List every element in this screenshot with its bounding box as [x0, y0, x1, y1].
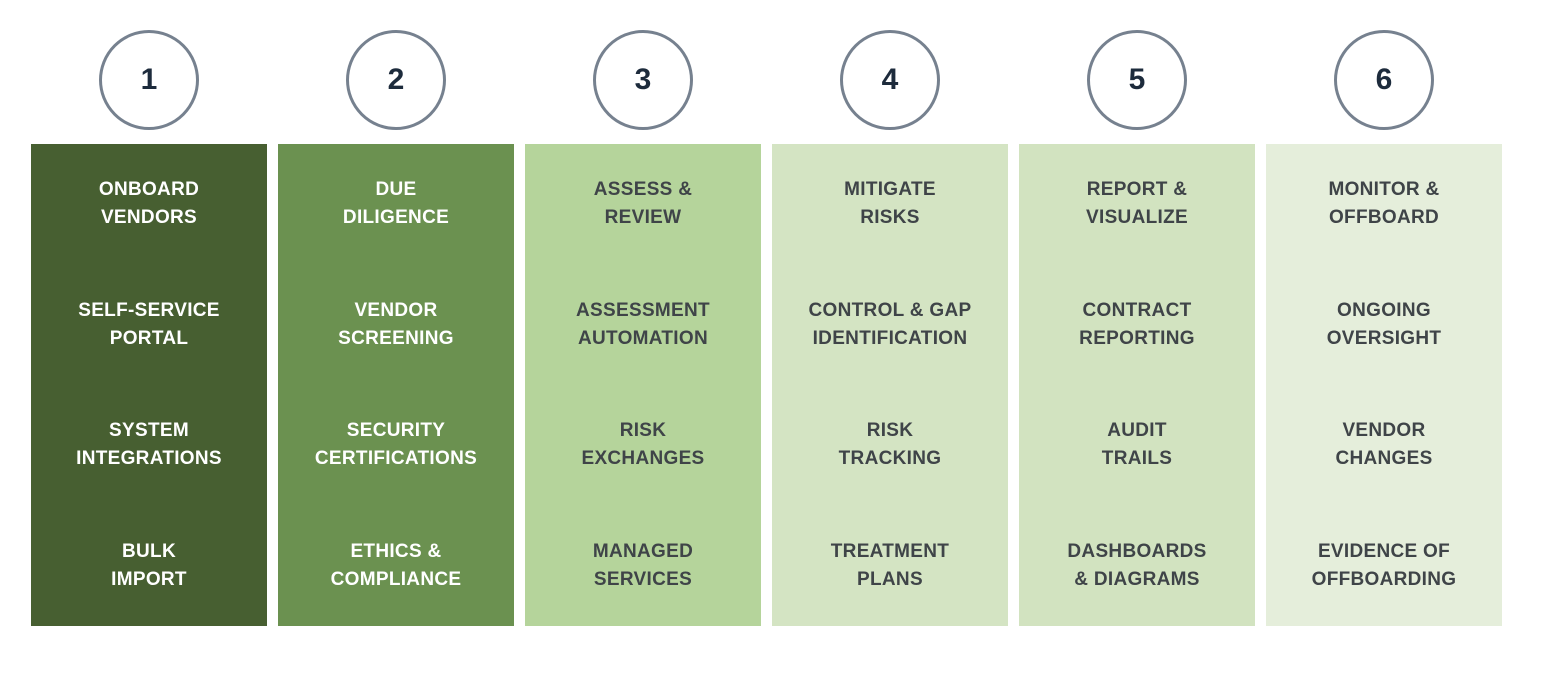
stage-2-title: DUE DILIGENCE	[342, 179, 450, 229]
stage-4-item: CONTROL & GAP IDENTIFICATION	[808, 299, 972, 349]
stage-5-number-circle: 5	[1087, 30, 1187, 130]
stage-column-5: 5 REPORT & VISUALIZE CONTRACT REPORTING …	[1019, 30, 1255, 626]
stage-6-box: MONITOR & OFFBOARD ONGOING OVERSIGHT VEN…	[1266, 144, 1502, 626]
stage-3-title: ASSESS & REVIEW	[593, 179, 693, 229]
stage-5-box: REPORT & VISUALIZE CONTRACT REPORTING AU…	[1019, 144, 1255, 626]
stage-6-item: EVIDENCE OF OFFBOARDING	[1311, 540, 1457, 590]
stage-3-item: ASSESSMENT AUTOMATION	[576, 299, 710, 349]
stage-2-number: 2	[387, 63, 405, 96]
stage-1-item: BULK IMPORT	[111, 540, 187, 590]
stage-4-item: RISK TRACKING	[838, 420, 942, 470]
stage-4-box: MITIGATE RISKS CONTROL & GAP IDENTIFICAT…	[772, 144, 1008, 626]
stage-1-item: SELF-SERVICE PORTAL	[78, 299, 220, 349]
stage-5-item: AUDIT TRAILS	[1101, 420, 1173, 470]
stage-4-number-circle: 4	[840, 30, 940, 130]
stage-5-title: REPORT & VISUALIZE	[1086, 179, 1188, 229]
stage-2-item: VENDOR SCREENING	[338, 299, 454, 349]
stage-3-item: RISK EXCHANGES	[581, 420, 705, 470]
stage-1-number: 1	[140, 63, 158, 96]
stage-3-box: ASSESS & REVIEW ASSESSMENT AUTOMATION RI…	[525, 144, 761, 626]
stage-1-title: ONBOARD VENDORS	[98, 179, 200, 229]
stage-5-item: CONTRACT REPORTING	[1079, 299, 1195, 349]
stage-1-number-circle: 1	[99, 30, 199, 130]
stage-6-item: VENDOR CHANGES	[1335, 420, 1433, 470]
stage-4-item: TREATMENT PLANS	[830, 540, 950, 590]
stage-4-number: 4	[881, 63, 899, 96]
stage-5-item: DASHBOARDS & DIAGRAMS	[1067, 540, 1207, 590]
stage-2-number-circle: 2	[346, 30, 446, 130]
stage-column-4: 4 MITIGATE RISKS CONTROL & GAP IDENTIFIC…	[772, 30, 1008, 626]
stage-6-number: 6	[1375, 63, 1393, 96]
stage-2-item: SECURITY CERTIFICATIONS	[314, 420, 478, 470]
stage-column-6: 6 MONITOR & OFFBOARD ONGOING OVERSIGHT V…	[1266, 30, 1502, 626]
stage-3-number-circle: 3	[593, 30, 693, 130]
stage-3-item: MANAGED SERVICES	[592, 540, 694, 590]
stage-1-item: SYSTEM INTEGRATIONS	[76, 420, 222, 470]
stage-5-number: 5	[1128, 63, 1146, 96]
stage-3-number: 3	[634, 63, 652, 96]
stage-column-3: 3 ASSESS & REVIEW ASSESSMENT AUTOMATION …	[525, 30, 761, 626]
stage-column-1: 1 ONBOARD VENDORS SELF-SERVICE PORTAL SY…	[31, 30, 267, 626]
stage-columns: 1 ONBOARD VENDORS SELF-SERVICE PORTAL SY…	[31, 30, 1502, 626]
stage-column-2: 2 DUE DILIGENCE VENDOR SCREENING SECURIT…	[278, 30, 514, 626]
stage-6-number-circle: 6	[1334, 30, 1434, 130]
stage-6-title: MONITOR & OFFBOARD	[1328, 179, 1440, 229]
stage-2-box: DUE DILIGENCE VENDOR SCREENING SECURITY …	[278, 144, 514, 626]
stage-4-title: MITIGATE RISKS	[844, 179, 936, 229]
stage-6-item: ONGOING OVERSIGHT	[1326, 299, 1442, 349]
stage-2-item: ETHICS & COMPLIANCE	[330, 540, 462, 590]
stage-1-box: ONBOARD VENDORS SELF-SERVICE PORTAL SYST…	[31, 144, 267, 626]
